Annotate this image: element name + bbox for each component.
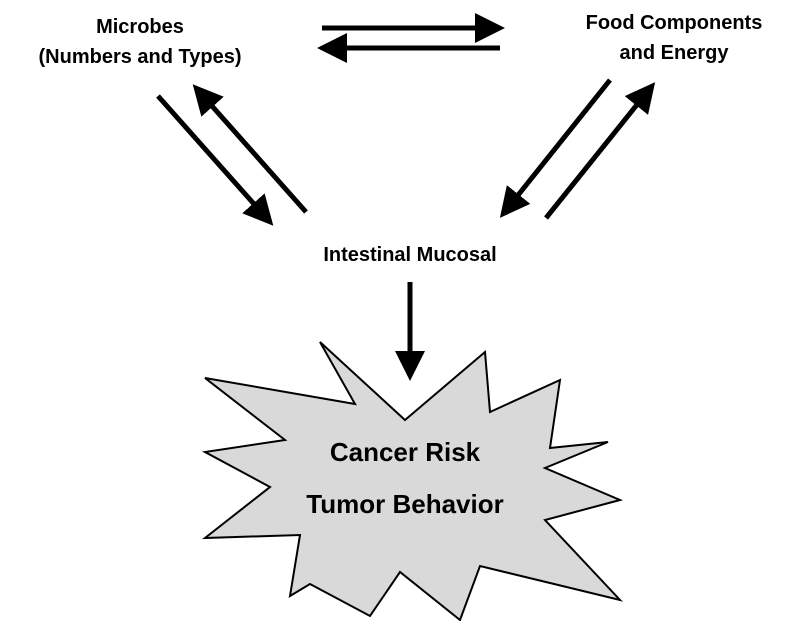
outcome-starburst — [201, 341, 624, 622]
node-food: Food Components and Energy — [558, 8, 790, 68]
arrow-mucosal-to-food — [544, 82, 656, 220]
outcome-cancer-risk: Cancer Risk — [329, 437, 481, 467]
arrow-mucosal-to-microbes — [192, 84, 308, 214]
food-title: Food Components — [585, 12, 763, 34]
microbes-title: Microbes — [96, 16, 184, 38]
microbes-subtitle: (Numbers and Types) — [38, 46, 242, 68]
mucosal-label: Intestinal Mucosal — [323, 244, 497, 266]
node-outcome: Cancer Risk Tumor Behavior — [280, 426, 530, 530]
arrow-microbes-to-mucosal — [156, 94, 274, 226]
outcome-tumor-behavior: Tumor Behavior — [306, 489, 504, 519]
arrow-food-to-mucosal — [499, 78, 612, 218]
food-subtitle: and Energy — [619, 42, 729, 64]
node-mucosal: Intestinal Mucosal — [290, 240, 530, 270]
node-microbes: Microbes (Numbers and Types) — [20, 12, 260, 72]
